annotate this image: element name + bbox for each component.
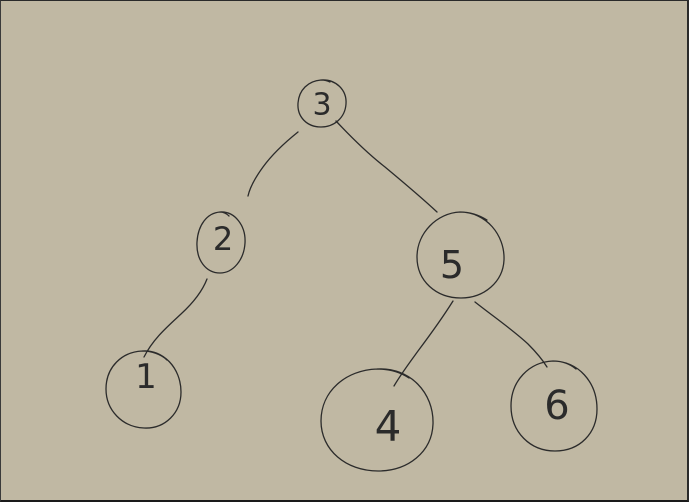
edge-3-2: [247, 131, 299, 197]
node-label: 5: [440, 243, 464, 287]
tree-node-2: 2: [196, 211, 246, 274]
tree-node-4: 4: [320, 368, 434, 472]
node-circle: [510, 360, 598, 452]
node-circle: [320, 368, 434, 472]
node-label: 4: [375, 402, 402, 451]
tree-node-1: 1: [105, 350, 182, 429]
tree-node-5: 5: [416, 211, 505, 299]
node-label: 1: [135, 357, 157, 397]
node-circle: [416, 211, 505, 299]
node-label: 2: [213, 220, 233, 258]
edge-2-1: [143, 278, 208, 358]
node-label: 3: [312, 88, 331, 123]
edge-5-4: [393, 300, 454, 387]
node-label: 6: [544, 383, 569, 429]
tree-node-3: 3: [297, 79, 347, 128]
edge-5-6: [474, 301, 548, 368]
node-circle: [105, 350, 182, 429]
tree-node-6: 6: [510, 360, 598, 452]
node-circle: [196, 211, 246, 274]
node-circle: [297, 79, 347, 128]
edge-3-5: [335, 120, 438, 213]
